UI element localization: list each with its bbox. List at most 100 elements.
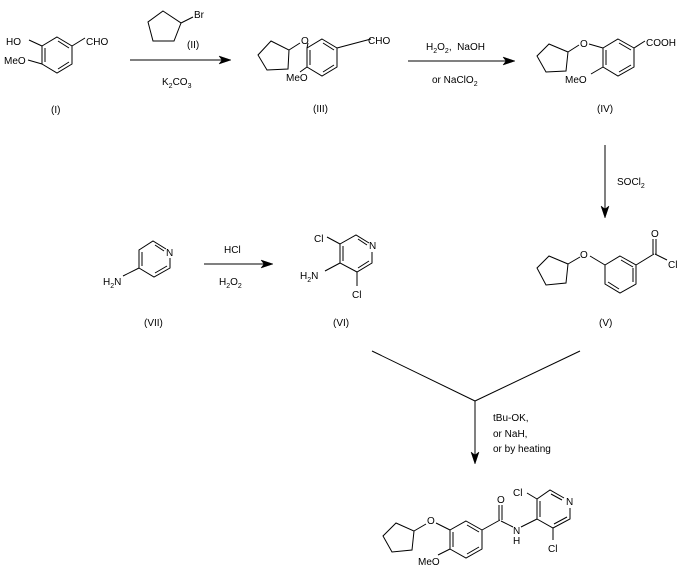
benzene-ring — [602, 38, 635, 77]
bond — [28, 39, 43, 47]
reaction-arrow-3 — [600, 145, 610, 219]
aromatic-double-bond — [322, 64, 335, 73]
compound-I: HO CHO MeO (I) — [4, 36, 108, 116]
bond — [306, 42, 309, 49]
cyclopentane-ring — [536, 43, 569, 73]
aromatic-double-bond — [466, 546, 480, 555]
aromatic-double-bond — [154, 265, 168, 274]
arrow-head — [502, 56, 516, 66]
ether-oxygen-label: O — [427, 516, 435, 527]
amine-label: H2N — [300, 271, 318, 284]
bromo-label: Br — [194, 10, 205, 21]
reaction-arrow-2 — [408, 56, 516, 66]
bond — [567, 256, 581, 265]
aromatic-double-bond — [553, 516, 568, 525]
bond — [299, 66, 308, 73]
aromatic-double-bond — [57, 40, 70, 49]
carbonyl-oxygen-label: O — [651, 229, 659, 240]
benzene-ring — [41, 36, 73, 74]
aromatic-double-bond — [620, 259, 634, 268]
bond — [71, 37, 86, 47]
compound-VII: N H2N (VII) — [103, 240, 173, 329]
bond — [520, 518, 538, 528]
reaction-arrow-1 — [130, 55, 232, 65]
arrow-head — [218, 55, 232, 65]
compound-label: (VII) — [144, 318, 163, 329]
cyclopentane-ring — [147, 10, 182, 42]
carbonyl-oxygen-label: O — [497, 495, 505, 506]
bond — [589, 255, 606, 266]
arrow-head — [470, 451, 480, 465]
amide-nitrogen-label: N — [513, 526, 520, 537]
ring-nitrogen-label: N — [566, 497, 573, 508]
reagent-k2co3: K2CO3 — [162, 77, 192, 90]
reagent-h2o2: H2O2 — [219, 277, 242, 290]
final-product: O MeO O N H N Cl Cl — [382, 488, 573, 568]
reagent-socl2: SOCl2 — [617, 177, 645, 190]
chloro-bottom-label: Cl — [548, 544, 557, 555]
bond — [526, 492, 538, 500]
aromatic-double-bond — [57, 61, 70, 70]
aldehyde-label: CHO — [368, 36, 390, 47]
bond — [588, 43, 604, 49]
compound-V: O O Cl (V) — [536, 229, 677, 329]
compound-IV: O COOH MeO (IV) — [536, 38, 676, 115]
chloro-bottom-label: Cl — [352, 290, 361, 301]
ring-nitrogen-label: N — [369, 241, 376, 252]
carboxylic-acid-label: COOH — [646, 38, 676, 49]
reaction-arrow-4 — [204, 259, 274, 269]
bond — [288, 42, 301, 51]
ether-oxygen-label: O — [580, 39, 588, 50]
bond — [27, 59, 43, 65]
aromatic-double-bond — [322, 42, 335, 51]
bond — [413, 523, 427, 532]
aromatic-double-bond — [154, 244, 165, 252]
bond — [654, 253, 668, 261]
bond — [437, 548, 451, 556]
aromatic-double-bond — [607, 281, 620, 290]
cyclopentane-ring — [536, 255, 569, 286]
cyclopentane-ring — [257, 40, 290, 71]
methoxy-label: MeO — [565, 75, 587, 86]
bond — [481, 519, 501, 531]
condition-line-1: tBu-OK, — [493, 413, 529, 424]
reagent-naclo2: or NaClO2 — [432, 75, 478, 88]
amine-label: H2N — [103, 277, 121, 290]
aromatic-double-bond — [466, 524, 480, 533]
cyclopentane-ring — [382, 522, 415, 553]
merge-line-right — [474, 350, 581, 402]
ether-oxygen-label: O — [301, 36, 309, 47]
chloro-top-label: Cl — [513, 488, 522, 499]
reagent-hcl: HCl — [224, 245, 241, 256]
hydroxy-label: HO — [6, 37, 21, 48]
ether-oxygen-label: O — [580, 250, 588, 261]
methoxy-label: MeO — [4, 56, 26, 67]
aromatic-double-bond — [357, 260, 370, 269]
arrow-head — [600, 205, 610, 219]
compound-label: (III) — [313, 104, 328, 115]
convergent-arrow — [371, 350, 581, 465]
aromatic-double-bond — [618, 64, 632, 73]
bond — [590, 66, 604, 75]
compound-III: O CHO MeO (III) — [257, 36, 390, 115]
aromatic-double-bond — [550, 493, 563, 501]
aromatic-double-bond — [618, 42, 632, 51]
compound-label: (II) — [187, 40, 199, 51]
condition-line-3: or by heating — [493, 444, 551, 455]
compound-VI: N Cl Cl H2N (VI) — [300, 234, 376, 329]
aromatic-double-bond — [357, 238, 368, 246]
amide-hydrogen-label: H — [513, 536, 520, 547]
methoxy-label: MeO — [418, 557, 440, 568]
aldehyde-label: CHO — [86, 37, 108, 48]
bond — [336, 38, 372, 49]
bond — [633, 40, 646, 49]
compound-label: (I) — [51, 105, 60, 116]
arrow-head — [260, 259, 274, 269]
chloro-top-label: Cl — [314, 234, 323, 245]
bond — [324, 262, 341, 272]
benzene-ring — [604, 255, 637, 294]
compound-label: (VI) — [333, 318, 349, 329]
benzene-ring — [306, 38, 338, 77]
compound-II: Br (II) — [147, 10, 205, 51]
